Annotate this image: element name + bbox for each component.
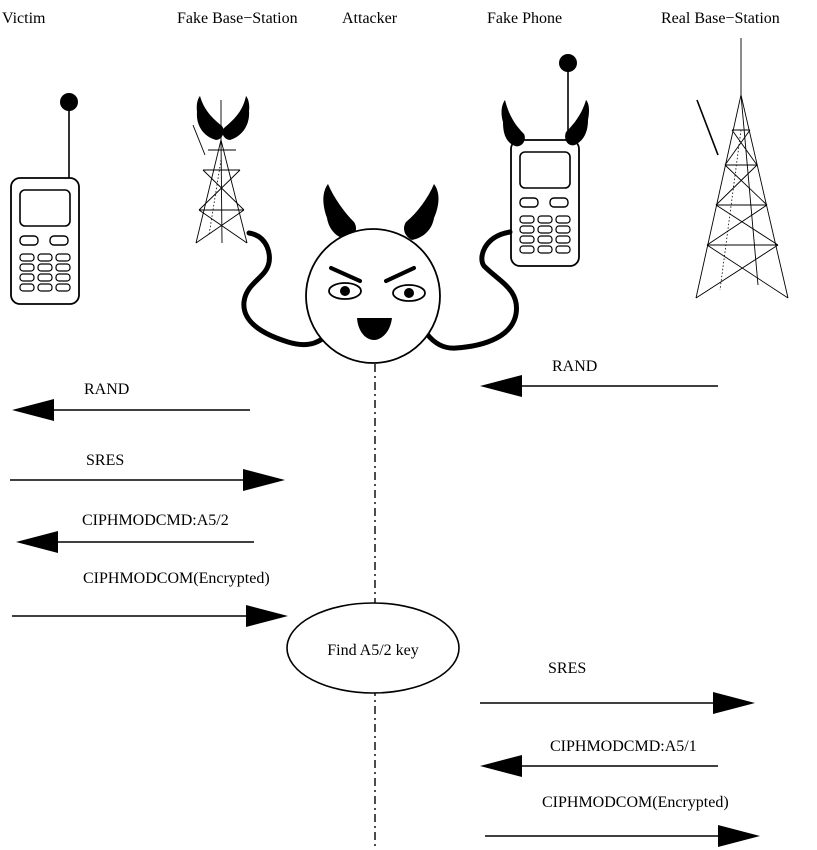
actor-label-real-base-station: Real Base−Station: [661, 10, 780, 27]
fake-phone-horn-right-icon: [565, 100, 590, 146]
message-label: SRES: [548, 660, 586, 677]
message-label: RAND: [84, 381, 129, 398]
message-label: CIPHMODCOM(Encrypted): [83, 570, 270, 587]
actor-label-attacker: Attacker: [342, 10, 398, 27]
fake-phone-icon: [510, 54, 580, 267]
find-key-label: Find A5/2 key: [327, 642, 419, 659]
attacker-horn-left-icon: [323, 184, 356, 240]
message-ciphmodcmd-a52: CIPHMODCMD:A5/2: [16, 512, 254, 553]
real-base-station-tower-icon: [695, 38, 789, 299]
message-sres-fake-phone-to-real-bs: SRES: [480, 660, 755, 714]
fake-phone-horn-left-icon: [501, 100, 525, 147]
message-rand-real-to-fake-phone: RAND: [480, 358, 718, 397]
actor-label-victim: Victim: [2, 10, 46, 27]
message-sres-victim-to-fake-bs: SRES: [10, 452, 285, 491]
message-ciphmodcom-victim: CIPHMODCOM(Encrypted): [12, 570, 288, 627]
message-label: CIPHMODCOM(Encrypted): [542, 794, 729, 811]
cable-fake-base-station-to-attacker: [241, 230, 329, 348]
attacker-devil-icon: [305, 184, 441, 364]
message-rand-fake-bs-to-victim: RAND: [12, 381, 250, 421]
message-label: CIPHMODCMD:A5/2: [82, 512, 229, 529]
message-label: SRES: [86, 452, 124, 469]
attacker-horn-right-icon: [404, 184, 439, 240]
message-ciphmodcmd-a51: CIPHMODCMD:A5/1: [480, 738, 718, 777]
cable-fake-phone-to-attacker: [424, 229, 519, 351]
actor-label-fake-phone: Fake Phone: [487, 10, 562, 27]
victim-phone-icon: [10, 93, 80, 305]
message-ciphmodcom-fake-phone: CIPHMODCOM(Encrypted): [485, 794, 760, 847]
fake-base-station-horn-left-icon: [196, 96, 224, 140]
actor-label-fake-base-station: Fake Base−Station: [177, 10, 298, 27]
fake-base-station-horn-right-icon: [222, 96, 250, 140]
find-key-process: Find A5/2 key: [286, 602, 460, 694]
message-label: RAND: [552, 358, 597, 375]
message-label: CIPHMODCMD:A5/1: [550, 738, 697, 755]
fake-base-station-tower-icon: [192, 100, 248, 244]
